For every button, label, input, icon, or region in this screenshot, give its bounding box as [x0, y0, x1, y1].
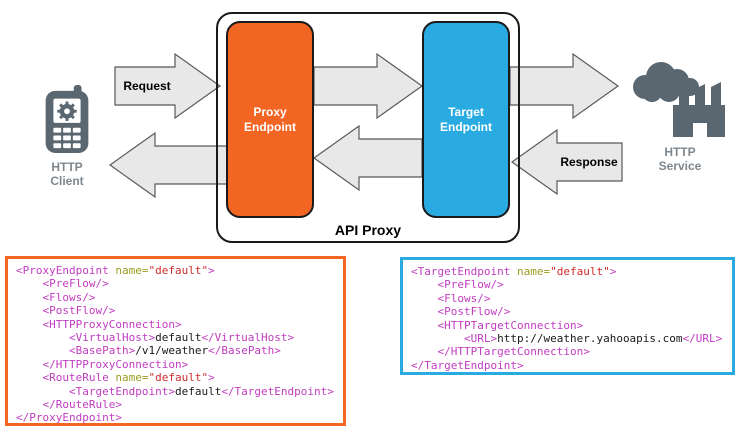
target-to-proxy-arrow-icon [312, 124, 423, 192]
http-client-label: HTTP Client [50, 160, 84, 189]
response-arrow-icon [510, 128, 623, 196]
proxy-to-target-arrow-icon [313, 52, 424, 120]
http-service: HTTP Service [626, 60, 734, 174]
http-service-label: HTTP Service [658, 145, 702, 174]
request-label: Request [123, 79, 171, 93]
api-proxy-label: API Proxy [334, 222, 402, 238]
target-to-service-arrow-icon [509, 52, 620, 120]
mobile-phone-icon [45, 85, 89, 153]
api-proxy-container: API Proxy [216, 12, 520, 243]
http-client: HTTP Client [38, 85, 96, 189]
client-return-arrow-icon [108, 131, 231, 199]
response-label: Response [560, 155, 618, 169]
target-endpoint-label: Target Endpoint [440, 104, 492, 134]
target-endpoint-box: Target Endpoint [422, 21, 510, 218]
keypad-icon [53, 127, 81, 149]
target-endpoint-xml-block: <TargetEndpoint name="default"> <PreFlow… [400, 257, 735, 375]
proxy-endpoint-xml-block: <ProxyEndpoint name="default"> <PreFlow/… [5, 256, 346, 426]
factory-smoke-cloud-icon [633, 62, 725, 137]
request-arrow-icon [114, 52, 222, 120]
proxy-endpoint-box: Proxy Endpoint [226, 21, 314, 218]
proxy-endpoint-label: Proxy Endpoint [244, 104, 296, 134]
